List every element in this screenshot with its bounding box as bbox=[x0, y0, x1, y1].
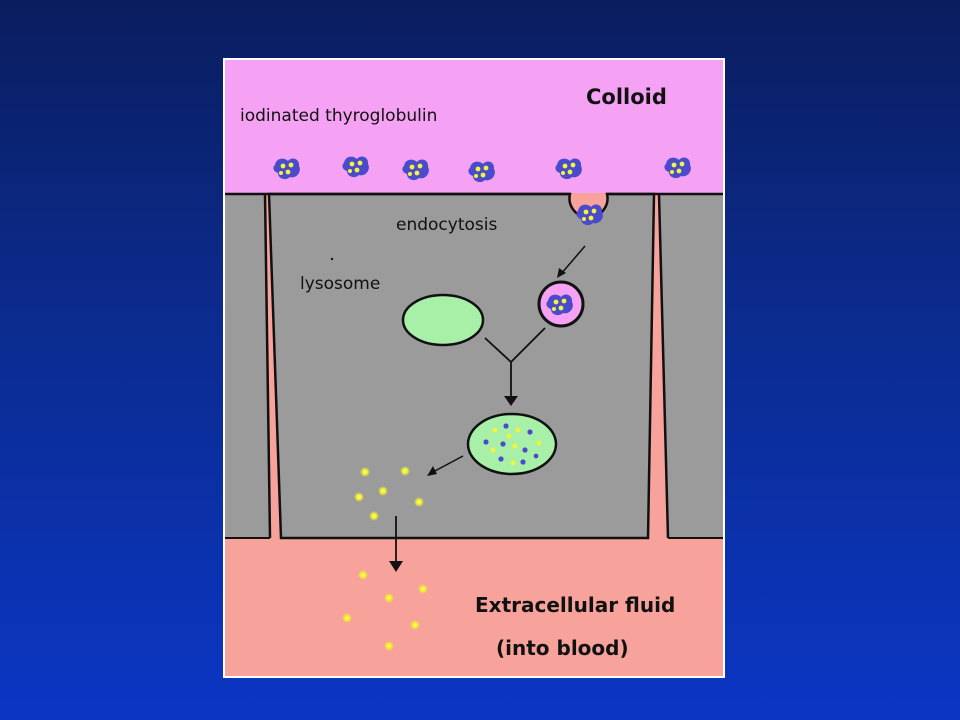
arrow-endocytosis-to-vesicle bbox=[560, 245, 586, 275]
lysosome bbox=[401, 293, 485, 347]
dot-marker bbox=[330, 257, 334, 261]
colloid-label: Colloid bbox=[586, 85, 667, 109]
left-neighbor-cell bbox=[225, 194, 270, 538]
cell-junction-left bbox=[263, 193, 272, 539]
arrow-head bbox=[389, 561, 403, 572]
follicular-cell bbox=[267, 192, 656, 540]
lysosome-label: lysosome bbox=[300, 274, 380, 294]
thyroid-hormone-diagram: Colloid iodinated thyroglobulin endocyto… bbox=[223, 58, 725, 678]
right-neighbor-cell bbox=[659, 194, 723, 538]
secreted-hormones bbox=[342, 570, 428, 651]
phagolysosome-contents bbox=[483, 423, 542, 466]
cell-junction-right bbox=[657, 193, 670, 539]
released-hormones bbox=[354, 466, 424, 521]
iodinated-thyroglobulin-label: iodinated thyroglobulin bbox=[240, 106, 437, 126]
arrow-head bbox=[557, 268, 566, 278]
fusion-lines bbox=[484, 327, 546, 398]
endocytosis-label: endocytosis bbox=[396, 215, 497, 235]
arrow-head bbox=[427, 466, 437, 476]
extracellular-fluid-label: Extracellular fluid bbox=[475, 593, 675, 617]
arrow-head bbox=[504, 396, 518, 406]
phagolysosome bbox=[466, 412, 558, 476]
into-blood-label: (into blood) bbox=[496, 636, 629, 660]
arrow-release bbox=[432, 455, 464, 473]
